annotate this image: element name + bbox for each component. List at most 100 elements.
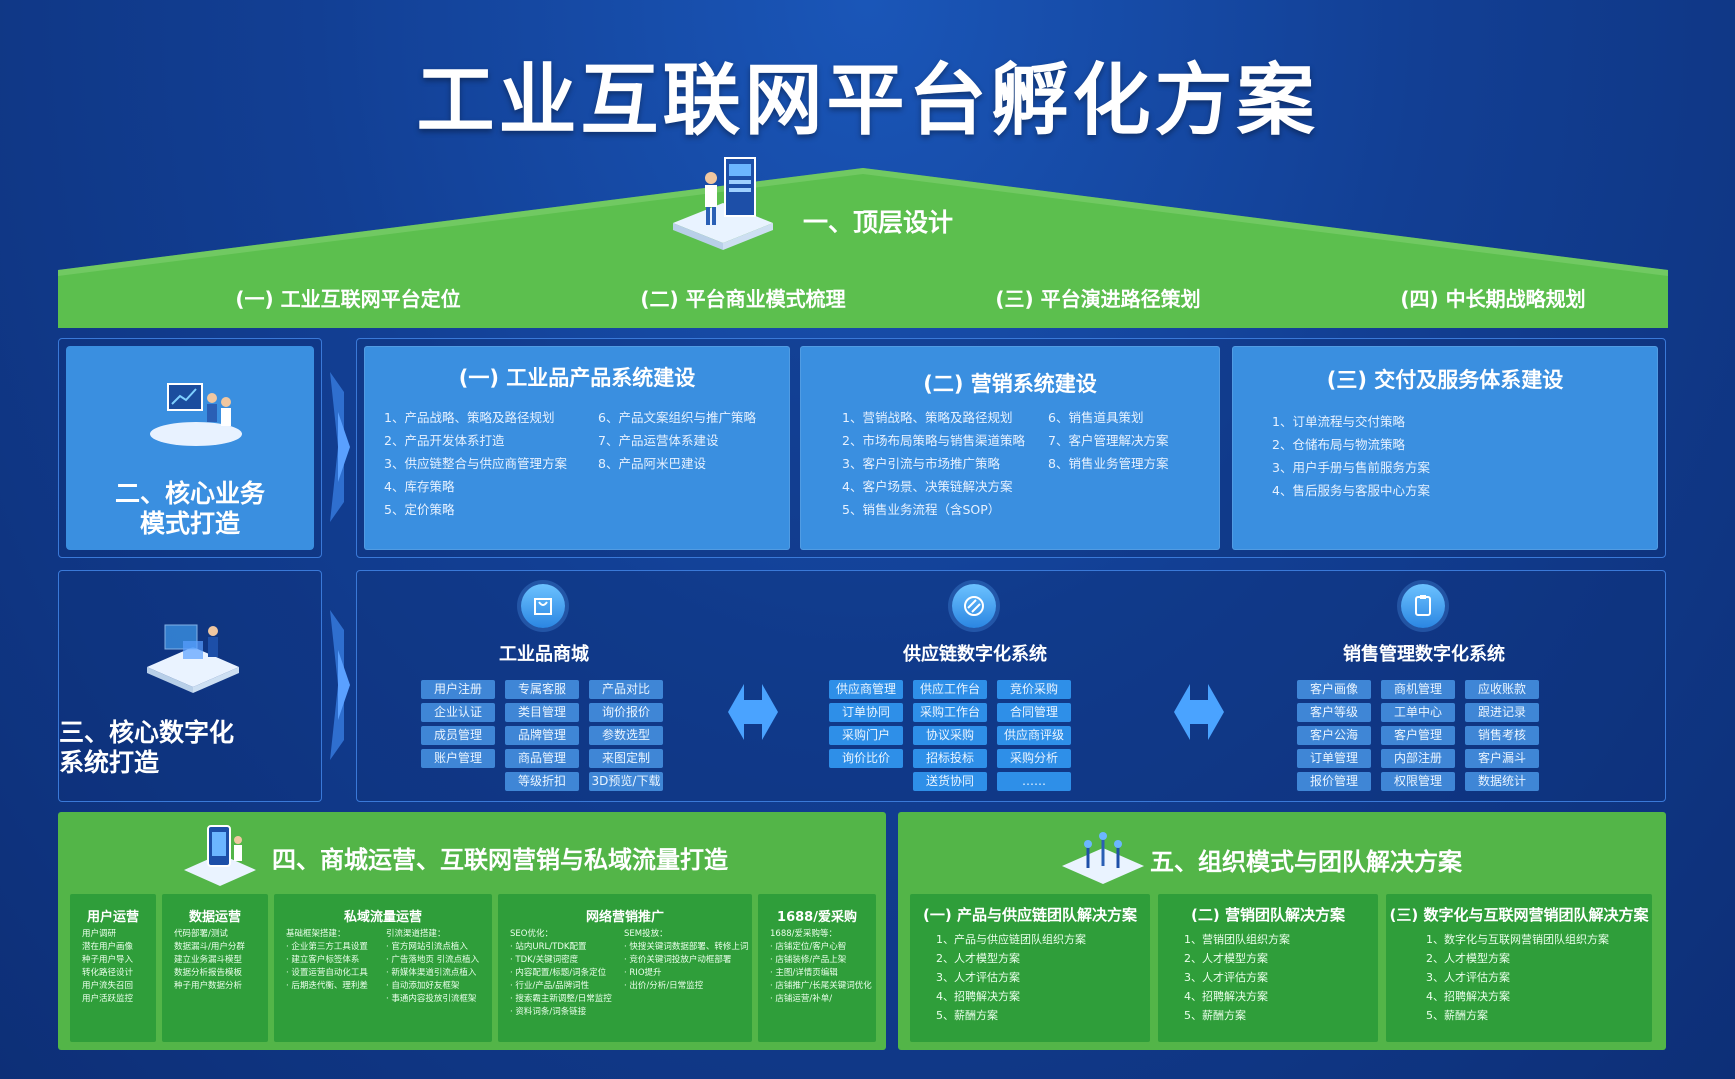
system-tag: 报价管理 (1297, 772, 1371, 791)
list-item: · 内容配置/标题/词条定位 (510, 968, 607, 978)
column-title: 用户运营 (86, 910, 139, 925)
system-tag: 采购分析 (997, 749, 1071, 768)
column-title: 1688/爱采购 (777, 910, 857, 925)
system-tag: 订单协同 (829, 703, 903, 722)
top-design-item: (四) 中长期战略规划 (1400, 287, 1586, 311)
core-business-label-2: 模式打造 (139, 509, 240, 538)
column-title: 数据运营 (188, 910, 241, 925)
roof-shape (58, 168, 1668, 328)
list-item: 3、人才评估方案 (1184, 971, 1268, 984)
system-tag: 销售考核 (1465, 726, 1539, 745)
system-tag: 应收账款 (1465, 680, 1539, 699)
list-item: · 广告落地页 引流点植入 (386, 955, 480, 965)
delivery-system-panel: (三) 交付及服务体系建设 1、订单流程与交付策略 2、仓储布局与物流策略 3、… (1232, 346, 1658, 550)
mobile-marketing-icon (184, 825, 256, 886)
column-lines: 代码部署/测试数据漏斗/用户分群建立业务漏斗模型数据分析报告模板种子用户数据分析 (174, 928, 245, 993)
list-item: 建立业务漏斗模型 (174, 955, 243, 965)
list-item: · 主图/详情页编辑 (770, 968, 838, 978)
panel-title: (二) 营销团队解决方案 (1191, 906, 1345, 924)
operations-column: 用户运营用户调研潜在用户画像种子用户导入转化路径设计用户流失召回用户活跃监控 (70, 894, 156, 1042)
system-tag: 送货协同 (913, 772, 987, 791)
list-item: · TDK/关键词密度 (510, 955, 579, 965)
list-item: 数据分析报告模板 (174, 968, 243, 978)
top-design-roof: 一、顶层设计 (一) 工业互联网平台定位 (二) 平台商业模式梳理 (三) 平台… (58, 157, 1668, 328)
system-tag: 客户漏斗 (1465, 749, 1539, 768)
list-item: 1、营销团队组织方案 (1184, 933, 1290, 946)
page-title: 工业互联网平台孵化方案 (416, 56, 1319, 146)
system-tag: 供应工作台 (913, 680, 987, 699)
list-item: 1、数字化与互联网营销团队组织方案 (1426, 933, 1609, 946)
bidirectional-arrow-icon (1174, 684, 1224, 740)
list-item: · 店铺推广/长尾关键词优化 (770, 981, 872, 991)
list-item: 6、销售道具策划 (1048, 410, 1144, 425)
system-tag: 权限管理 (1381, 772, 1455, 791)
top-design-title: 一、顶层设计 (803, 208, 954, 237)
system-tag: 竞价采购 (997, 680, 1071, 699)
list-item: · 站内URL/TDK配置 (510, 942, 587, 952)
list-item: 种子用户数据分析 (174, 981, 243, 991)
top-design-item: (二) 平台商业模式梳理 (640, 287, 846, 311)
list-item: 基础框架搭建： (286, 929, 346, 939)
list-item: 5、薪酬方案 (1426, 1009, 1488, 1022)
list-item: · 官方网站引流点植入 (386, 942, 468, 952)
list-item: 4、招聘解决方案 (1184, 990, 1268, 1003)
system-tag: 客户画像 (1297, 680, 1371, 699)
column-lines: SEM投放：· 快搜关键词数据部署、转修上词· 竞价关键词投放户动框部署· RI… (624, 928, 748, 993)
list-item: 5、定价策略 (384, 502, 455, 517)
system-tag: 等级折扣 (505, 772, 579, 791)
list-item: 4、招聘解决方案 (1426, 990, 1510, 1003)
list-item: 3、人才评估方案 (936, 971, 1020, 984)
column-lines: 用户调研潜在用户画像种子用户导入转化路径设计用户流失召回用户活跃监控 (82, 928, 133, 1006)
system-title: 供应链数字化系统 (903, 644, 1047, 665)
system-tag: 订单管理 (1297, 749, 1371, 768)
system-tag: 类目管理 (505, 703, 579, 722)
list-item: 3、客户引流与市场推广策略 (842, 456, 1000, 471)
list-item: · 行业/产品/品牌词性 (510, 981, 590, 991)
system-tag: 参数选型 (589, 726, 663, 745)
top-design-item: (三) 平台演进路径策划 (995, 287, 1201, 311)
system-tag: 商机管理 (1381, 680, 1455, 699)
system-tag: 3D预览/下载 (589, 772, 663, 791)
bidirectional-arrow-icon (728, 684, 778, 740)
presentation-icon (150, 383, 242, 446)
list-item: 用户流失召回 (82, 981, 134, 991)
system-tag: 招标投标 (913, 749, 987, 768)
panel-title: (一) 工业品产品系统建设 (458, 366, 696, 390)
list-item: 3、用户手册与售前服务方案 (1272, 460, 1430, 475)
panel-list-col2: 6、产品文案组织与推广策略 7、产品运营体系建设 8、产品阿米巴建设 (598, 406, 756, 475)
list-item: 用户调研 (82, 929, 117, 939)
column-lines: SEO优化：· 站内URL/TDK配置· TDK/关键词密度· 内容配置/标题/… (510, 928, 612, 1019)
clipboard-icon (1401, 584, 1445, 628)
system-tag: 客户公海 (1297, 726, 1371, 745)
list-item: · 店铺运营/补单/ (770, 994, 833, 1004)
list-item: 2、人才模型方案 (936, 952, 1020, 965)
list-item: · 搜索霸主新调整/日常监控 (510, 994, 612, 1004)
team-network-icon (1062, 832, 1144, 884)
list-item: 2、市场布局策略与销售渠道策略 (842, 433, 1025, 448)
system-tag: 工单中心 (1381, 703, 1455, 722)
list-item: · 资料词条/词条链接 (510, 1007, 587, 1017)
list-item: 代码部署/测试 (174, 929, 228, 939)
system-tag: 客户管理 (1381, 726, 1455, 745)
system-tag: 成员管理 (421, 726, 495, 745)
top-design-item: (一) 工业互联网平台定位 (235, 287, 461, 311)
system-tag: 采购工作台 (913, 703, 987, 722)
system-tag: 商品管理 (505, 749, 579, 768)
shopping-bag-icon (521, 584, 565, 628)
list-item: 种子用户导入 (82, 955, 134, 965)
operations-column: 私域流量运营基础框架搭建：· 企业第三方工具设置· 建立客户标签体系· 设置运营… (274, 894, 492, 1042)
flow-arrow-icon (330, 610, 350, 760)
list-item: 5、销售业务流程（含SOP） (842, 502, 1001, 517)
system-tag: 产品对比 (589, 680, 663, 699)
list-item: 2、人才模型方案 (1426, 952, 1510, 965)
system-tag: 询价比价 (829, 749, 903, 768)
system-tag: 用户注册 (421, 680, 495, 699)
list-item: 7、产品运营体系建设 (598, 433, 719, 448)
system-tag: 客户等级 (1297, 703, 1371, 722)
marketing-system-panel: (二) 营销系统建设 1、营销战略、策略及路径规划 2、市场布局策略与销售渠道策… (800, 346, 1220, 550)
list-item: · 新媒体渠道引流点植入 (386, 968, 477, 978)
